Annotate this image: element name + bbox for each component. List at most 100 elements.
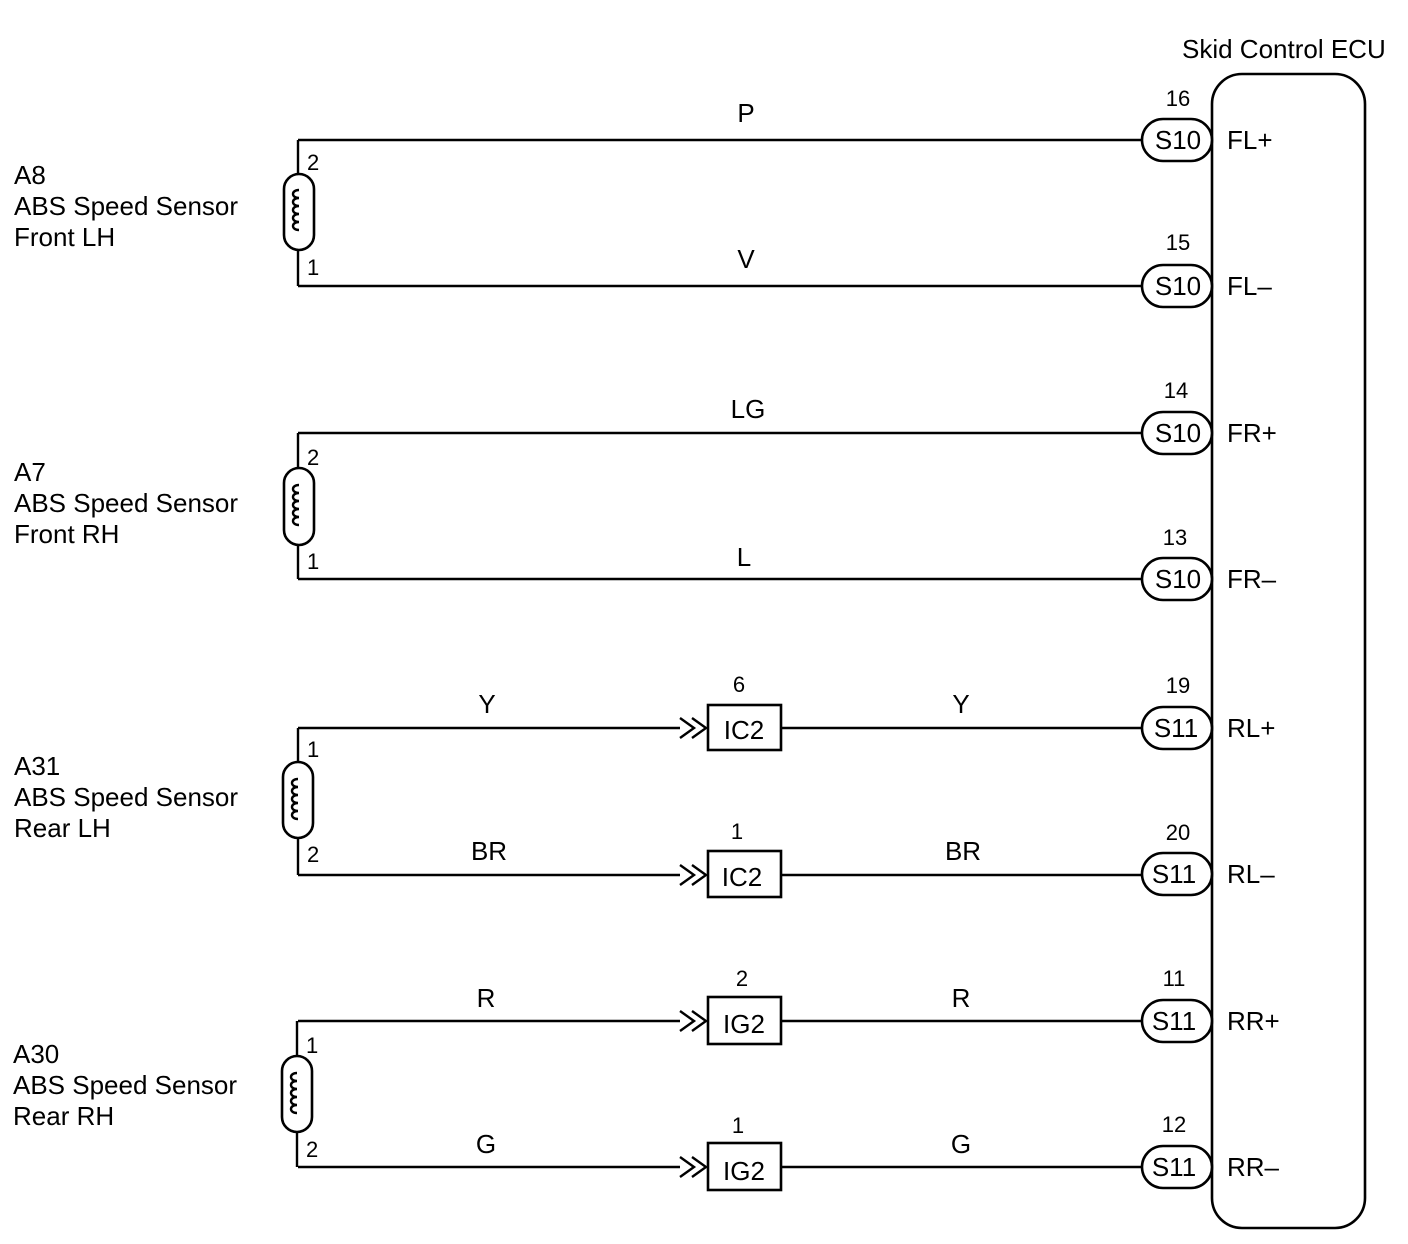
junction-connector-arrow-icon — [679, 1010, 709, 1032]
connector-oval — [1140, 410, 1214, 456]
ecu-connector-s11-pin11: S11 11 RR+ — [1140, 966, 1280, 1044]
ecu-pin-number: 16 — [1166, 86, 1190, 111]
sensor-id: A8 — [14, 160, 46, 190]
ecu-pin-number: 14 — [1164, 378, 1188, 403]
sensor-name: ABS Speed Sensor — [14, 488, 238, 518]
sensor-a7: 2 1 A7 ABS Speed Sensor Front RH — [14, 433, 319, 579]
junction-pin-number: 1 — [732, 1113, 744, 1138]
sensor-pin-top: 2 — [307, 150, 319, 175]
ecu-connector-s10-pin16: S10 16 FL+ — [1140, 86, 1273, 163]
skid-control-ecu: Skid Control ECU — [1182, 34, 1386, 1230]
connector-code: S10 — [1155, 271, 1201, 301]
ecu-signal-label: FL– — [1227, 271, 1272, 301]
sensor-id: A30 — [13, 1039, 59, 1069]
sensor-position: Front RH — [14, 519, 119, 549]
ecu-pin-number: 13 — [1163, 525, 1187, 550]
sensor-pin-bottom: 2 — [306, 1137, 318, 1162]
sensor-a8: 2 1 A8 ABS Speed Sensor Front LH — [14, 140, 319, 286]
wire-color-label: LG — [731, 394, 766, 424]
connector-code: S11 — [1152, 1152, 1196, 1182]
connector-oval — [1140, 998, 1214, 1044]
ecu-body — [1210, 72, 1367, 1230]
sensor-pin-bottom: 1 — [307, 255, 319, 280]
connector-code: S10 — [1155, 418, 1201, 448]
connector-code: S11 — [1154, 713, 1198, 743]
ecu-title: Skid Control ECU — [1182, 34, 1386, 64]
junction-pin-number: 1 — [731, 819, 743, 844]
ecu-pin-number: 15 — [1166, 230, 1190, 255]
junction-code: IC2 — [722, 862, 762, 892]
wire-color-label-after: R — [952, 983, 971, 1013]
wire-fr-plus: LG S10 14 FR+ — [298, 378, 1277, 456]
connector-code: S11 — [1152, 1006, 1196, 1036]
ecu-connector-s11-pin20: S11 20 RL– — [1140, 820, 1275, 897]
wire-color-label: V — [737, 244, 755, 274]
ecu-signal-label: FL+ — [1227, 125, 1273, 155]
wire-fl-minus: V S10 15 FL– — [298, 230, 1272, 309]
connector-oval — [1140, 1144, 1214, 1190]
ecu-connector-s10-pin14: S10 14 FR+ — [1140, 378, 1277, 456]
wire-color-label: R — [477, 983, 496, 1013]
wire-rr-plus: R IG2 2 R S11 11 RR+ — [298, 966, 1280, 1046]
wire-color-label: G — [476, 1129, 496, 1159]
connector-code: S10 — [1155, 125, 1201, 155]
sensor-pin-top: 1 — [307, 737, 319, 762]
wire-color-label: Y — [478, 689, 495, 719]
junction-box-ig2 — [706, 995, 783, 1046]
sensor-pin-top: 2 — [307, 445, 319, 470]
sensor-name: ABS Speed Sensor — [14, 191, 238, 221]
wire-color-label: BR — [471, 836, 507, 866]
sensor-a30: 1 2 A30 ABS Speed Sensor Rear RH — [13, 1021, 318, 1167]
sensor-name: ABS Speed Sensor — [13, 1070, 237, 1100]
wire-color-label: P — [737, 98, 754, 128]
sensor-pin-top: 1 — [306, 1033, 318, 1058]
ecu-signal-label: RL– — [1227, 859, 1275, 889]
ecu-connector-s11-pin19: S11 19 RL+ — [1140, 673, 1275, 751]
connector-oval — [1140, 556, 1214, 602]
coil-icon — [291, 188, 300, 232]
ecu-connector-s11-pin12: S11 12 RR– — [1140, 1112, 1280, 1190]
connector-oval — [1140, 263, 1214, 309]
sensor-name: ABS Speed Sensor — [14, 782, 238, 812]
sensor-body — [281, 760, 315, 840]
wire-color-label-after: Y — [952, 689, 969, 719]
ecu-pin-number: 20 — [1166, 820, 1190, 845]
connector-oval — [1140, 705, 1214, 751]
junction-connector-arrow-icon — [679, 1156, 709, 1178]
wire-color-label: L — [737, 542, 751, 572]
coil-icon — [291, 483, 300, 527]
sensor-id: A31 — [14, 751, 60, 781]
ecu-signal-label: RR+ — [1227, 1006, 1280, 1036]
sensor-id: A7 — [14, 457, 46, 487]
sensor-pin-bottom: 1 — [307, 549, 319, 574]
junction-code: IG2 — [723, 1156, 765, 1186]
junction-code: IC2 — [724, 715, 764, 745]
sensor-pin-bottom: 2 — [307, 842, 319, 867]
ecu-pin-number: 19 — [1166, 673, 1190, 698]
sensor-body — [282, 172, 316, 252]
ecu-pin-number: 11 — [1163, 966, 1186, 991]
wire-fl-plus: P S10 16 FL+ — [298, 86, 1273, 163]
ecu-signal-label: FR+ — [1227, 418, 1277, 448]
connector-code: S11 — [1152, 859, 1196, 889]
coil-icon — [290, 777, 299, 821]
wire-fr-minus: L S10 13 FR– — [298, 525, 1277, 602]
sensor-body — [282, 466, 316, 547]
wire-rr-minus: G IG2 1 G S11 12 RR– — [298, 1112, 1280, 1192]
junction-connector-arrow-icon — [679, 717, 709, 739]
junction-box-ig2 — [706, 1141, 783, 1192]
junction-pin-number: 6 — [733, 672, 745, 697]
junction-box-ic2 — [706, 849, 783, 899]
wire-rl-minus: BR IC2 1 BR S11 20 RL– — [298, 819, 1275, 899]
wire-color-label-after: BR — [945, 836, 981, 866]
connector-oval — [1140, 851, 1214, 897]
ecu-signal-label: RL+ — [1227, 713, 1275, 743]
sensor-position: Front LH — [14, 222, 115, 252]
ecu-connector-s10-pin15: S10 15 FL– — [1140, 230, 1272, 309]
coil-icon — [289, 1071, 298, 1115]
sensor-position: Rear RH — [13, 1101, 114, 1131]
wire-color-label-after: G — [951, 1129, 971, 1159]
ecu-pin-number: 12 — [1162, 1112, 1186, 1137]
